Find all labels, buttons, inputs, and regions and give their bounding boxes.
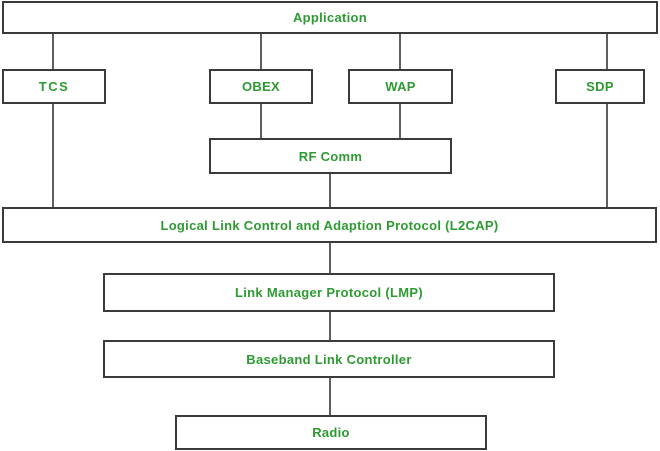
node-baseband: Baseband Link Controller xyxy=(103,340,555,378)
node-rfcomm: RF Comm xyxy=(209,138,452,174)
edge-sdp-l2cap xyxy=(606,104,608,207)
edge-application-sdp xyxy=(606,34,608,69)
node-lmp-label: Link Manager Protocol (LMP) xyxy=(235,285,423,300)
node-l2cap: Logical Link Control and Adaption Protoc… xyxy=(2,207,657,243)
node-wap: WAP xyxy=(348,69,453,104)
node-rfcomm-label: RF Comm xyxy=(298,148,363,164)
node-radio-label: Radio xyxy=(312,425,350,440)
node-sdp: SDP xyxy=(555,69,645,104)
node-application-label: Application xyxy=(292,10,368,25)
node-l2cap-label: Logical Link Control and Adaption Protoc… xyxy=(160,217,499,233)
edge-rfcomm-l2cap xyxy=(329,174,331,207)
node-tcs: TCS xyxy=(2,69,106,104)
node-wap-label: WAP xyxy=(385,79,416,94)
edge-application-wap xyxy=(399,34,401,69)
edge-lmp-baseband xyxy=(329,312,331,340)
edge-wap-rfcomm xyxy=(399,104,401,138)
node-application: Application xyxy=(2,1,658,34)
edge-application-tcs xyxy=(52,34,54,69)
node-lmp: Link Manager Protocol (LMP) xyxy=(103,273,555,312)
node-radio: Radio xyxy=(175,415,487,450)
edge-tcs-l2cap xyxy=(52,104,54,207)
node-obex: OBEX xyxy=(209,69,313,104)
node-obex-label: OBEX xyxy=(241,79,281,94)
edge-application-obex xyxy=(260,34,262,69)
edge-l2cap-lmp xyxy=(329,243,331,273)
node-sdp-label: SDP xyxy=(586,79,614,94)
node-baseband-label: Baseband Link Controller xyxy=(246,351,412,367)
edge-obex-rfcomm xyxy=(260,104,262,138)
node-tcs-label: TCS xyxy=(38,79,70,94)
edge-baseband-radio xyxy=(329,378,331,415)
